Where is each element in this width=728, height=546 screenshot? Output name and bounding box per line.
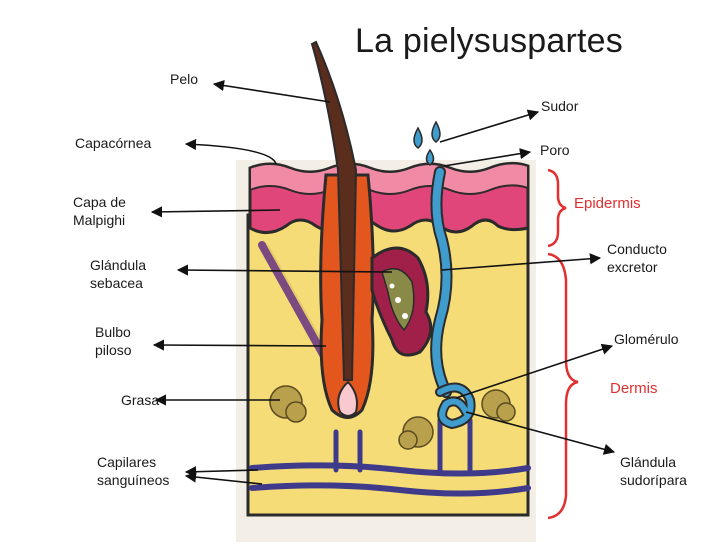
label-conducto-excretor: Conducto excretor	[607, 241, 667, 275]
label-capa-cornea: Capacórnea	[75, 135, 152, 151]
label-glandula-sebacea: Glándula sebacea	[90, 257, 147, 291]
label-capa-malpighi: Capa de Malpighi	[73, 194, 126, 228]
arrector-pili-muscle	[258, 241, 329, 362]
blood-vessels	[249, 417, 531, 497]
label-pelo: Pelo	[170, 71, 199, 87]
label-glandula-sudoripara: Glándula sudorípara	[620, 454, 687, 488]
hair-bulb	[337, 380, 358, 417]
label-glomerulo: Glomérulo	[614, 331, 679, 347]
label-capilares-sanguineos: Capilares sanguíneos	[97, 454, 170, 488]
label-epidermis: Epidermis	[574, 195, 641, 212]
label-bulbo-piloso: Bulbo piloso	[95, 324, 132, 358]
label-poro: Poro	[540, 142, 570, 158]
epidermis-bracket	[547, 168, 567, 248]
diagram-title: La pielysuspartes	[355, 22, 623, 60]
label-dermis: Dermis	[610, 380, 658, 397]
label-sudor: Sudor	[541, 98, 579, 114]
hair-shaft	[310, 40, 358, 381]
sweat-drops	[413, 120, 441, 166]
dermis-bracket	[547, 252, 579, 520]
leader-arrows	[150, 80, 616, 485]
fat-cells	[269, 385, 516, 450]
label-grasa: Grasa	[121, 392, 160, 408]
